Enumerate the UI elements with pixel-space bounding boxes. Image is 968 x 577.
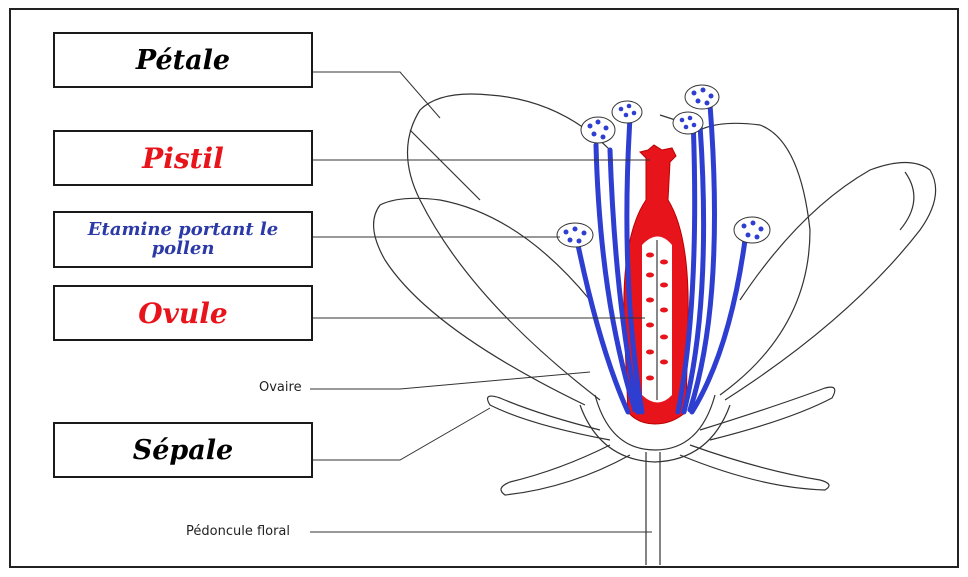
leader-sepale — [313, 407, 491, 461]
sepal-bottom-right — [679, 444, 830, 491]
leader-lines — [310, 71, 652, 533]
label-pedoncule: Pédoncule floral — [186, 524, 291, 539]
label-sepale-text: Sépale — [132, 434, 234, 466]
sepal-right — [699, 386, 836, 441]
petal-right-back — [699, 122, 811, 396]
label-pistil-text: Pistil — [142, 141, 224, 175]
label-petale-text: Pétale — [135, 44, 231, 76]
label-etamine-text: Etamine portant le pollen — [87, 218, 279, 259]
label-etamine: Etamine portant le pollen — [53, 211, 313, 268]
pollen — [563, 87, 764, 244]
petal-right-front — [724, 161, 937, 401]
label-ovule: Ovule — [53, 285, 313, 341]
petal-left-front — [373, 197, 591, 406]
receptacle — [594, 394, 716, 451]
sepal-bottom-left — [500, 444, 631, 496]
petal-left-back — [406, 93, 611, 401]
label-ovaire: Ovaire — [259, 380, 302, 395]
leader-petale — [313, 71, 441, 119]
leader-ovaire — [310, 371, 591, 390]
label-sepale: Sépale — [53, 422, 313, 478]
stem — [645, 452, 661, 565]
label-pistil: Pistil — [53, 130, 313, 186]
stamens — [575, 102, 748, 415]
sepal-left — [487, 395, 611, 441]
label-petale: Pétale — [53, 32, 313, 88]
label-ovule-text: Ovule — [138, 296, 228, 330]
